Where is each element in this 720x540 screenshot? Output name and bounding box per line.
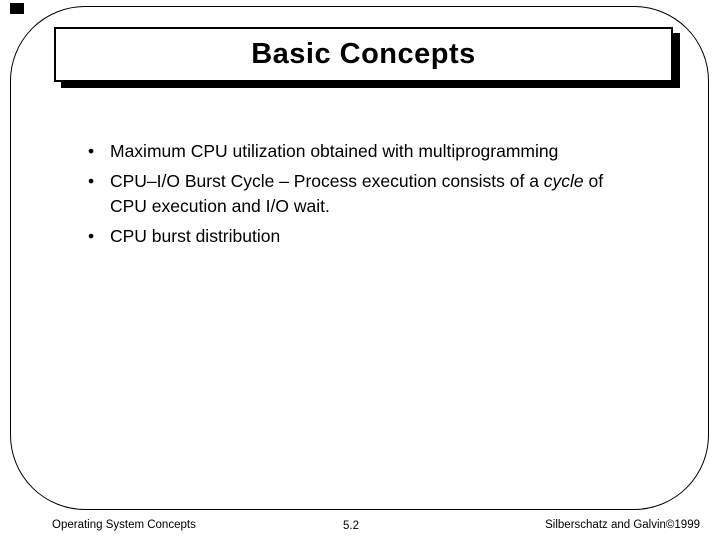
- bullet-text-3: CPU burst distribution: [110, 226, 281, 246]
- bullet-text-2-italic: cycle: [543, 171, 584, 191]
- page-title: Basic Concepts: [251, 38, 476, 70]
- corner-artifact: [10, 3, 24, 14]
- bullet-icon: •: [88, 171, 95, 191]
- footer-page-number: 5.2: [343, 520, 359, 532]
- bullet-icon: •: [88, 226, 95, 246]
- bullet-text-2-pre: CPU–I/O Burst Cycle – Process execution …: [110, 171, 544, 191]
- bullet-text-2-post: of CPU execution and I/O wait.: [110, 171, 604, 216]
- footer: Operating System Concepts 5.2 Silberscha…: [0, 517, 720, 535]
- bullet-item-2: • CPU–I/O Burst Cycle – Process executio…: [88, 169, 616, 219]
- bullet-item-1: • Maximum CPU utilization obtained with …: [88, 139, 616, 164]
- title-box: Basic Concepts: [54, 27, 673, 82]
- bullet-list: • Maximum CPU utilization obtained with …: [88, 139, 616, 254]
- footer-credits: Silberschatz and Galvin©1999: [545, 519, 700, 531]
- slide-border-frame: [10, 6, 709, 510]
- footer-course-title: Operating System Concepts: [52, 519, 196, 531]
- bullet-text-2: CPU–I/O Burst Cycle – Process execution …: [110, 169, 616, 219]
- bullet-icon: •: [88, 141, 95, 161]
- bullet-item-3: • CPU burst distribution: [88, 224, 616, 249]
- bullet-text-1: Maximum CPU utilization obtained with mu…: [110, 141, 559, 161]
